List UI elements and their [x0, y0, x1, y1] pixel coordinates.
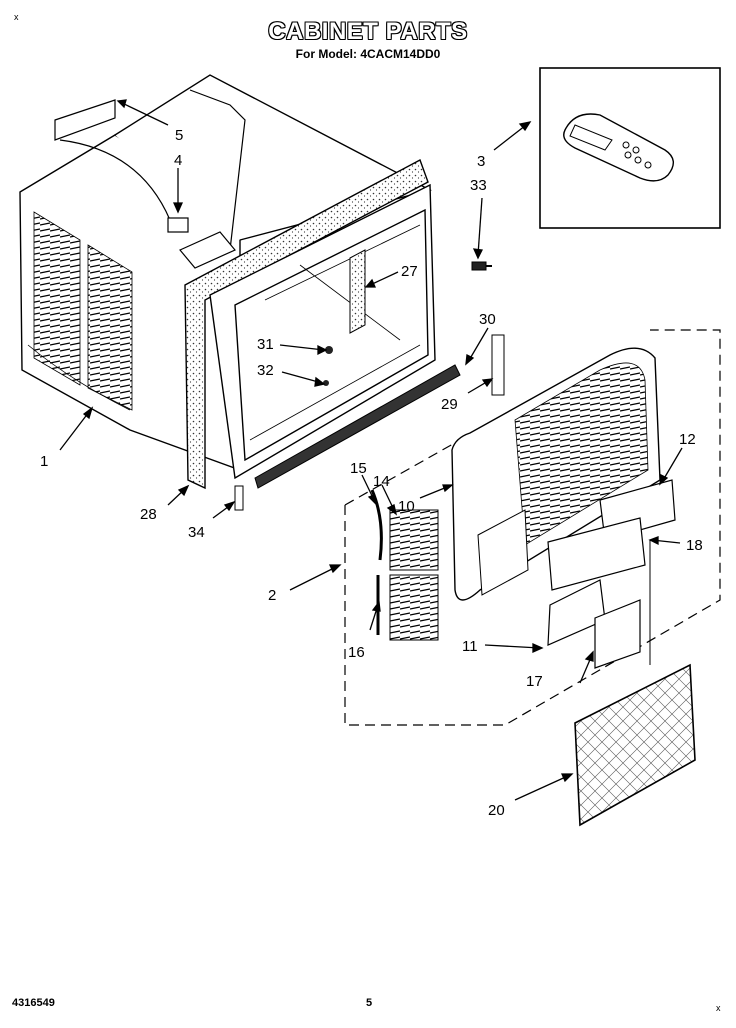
leader-lines [59, 99, 683, 801]
front-panel-group-boundary [344, 329, 721, 726]
callout-33: 33 [470, 177, 487, 194]
page-title: CABINET PARTS [268, 18, 468, 45]
insulation-strip [349, 249, 366, 334]
screw-31 [325, 346, 333, 354]
callout-18: 18 [686, 537, 703, 554]
side-seal-strip [491, 334, 505, 396]
label-plate [54, 99, 116, 141]
callout-17: 17 [526, 673, 543, 690]
callout-4: 4 [174, 152, 182, 169]
callout-5: 5 [175, 127, 183, 144]
vent-louvers [370, 489, 439, 641]
callout-numbers: 1 2 3 4 5 10 11 12 14 15 16 17 18 20 27 … [40, 127, 703, 819]
document-number: 4316549 [12, 997, 55, 1009]
corner-mark-bottom-right: x [716, 1003, 721, 1013]
callout-1: 1 [40, 453, 48, 470]
callout-3: 3 [477, 153, 485, 170]
bottom-seal-strip [254, 364, 461, 489]
front-frame [184, 159, 436, 490]
screw [471, 261, 492, 271]
front-panel [451, 347, 661, 601]
corner-mark-top-left: x [14, 12, 19, 22]
callout-32: 32 [257, 362, 274, 379]
screw-32 [323, 380, 329, 386]
power-cord-bracket [59, 89, 246, 269]
air-filter [574, 663, 696, 827]
callout-11: 11 [462, 638, 478, 655]
label-card [594, 599, 641, 669]
callout-10: 10 [398, 498, 415, 515]
filter-access-panel [547, 517, 646, 591]
callout-14: 14 [373, 473, 390, 490]
callout-15: 15 [350, 460, 367, 477]
seal-block [234, 485, 244, 511]
callout-30: 30 [479, 311, 496, 328]
callout-16: 16 [348, 644, 365, 661]
page-number: 5 [366, 997, 373, 1009]
callout-27: 27 [401, 263, 418, 280]
remote-control-inset [539, 67, 721, 229]
callout-31: 31 [257, 336, 274, 353]
callout-12: 12 [679, 431, 696, 448]
callout-34: 34 [188, 524, 205, 541]
callout-2: 2 [268, 587, 276, 604]
callout-28: 28 [140, 506, 157, 523]
callout-29: 29 [441, 396, 458, 413]
model-subtitle: For Model: 4CACM14DD0 [295, 47, 441, 61]
callout-20: 20 [488, 802, 505, 819]
